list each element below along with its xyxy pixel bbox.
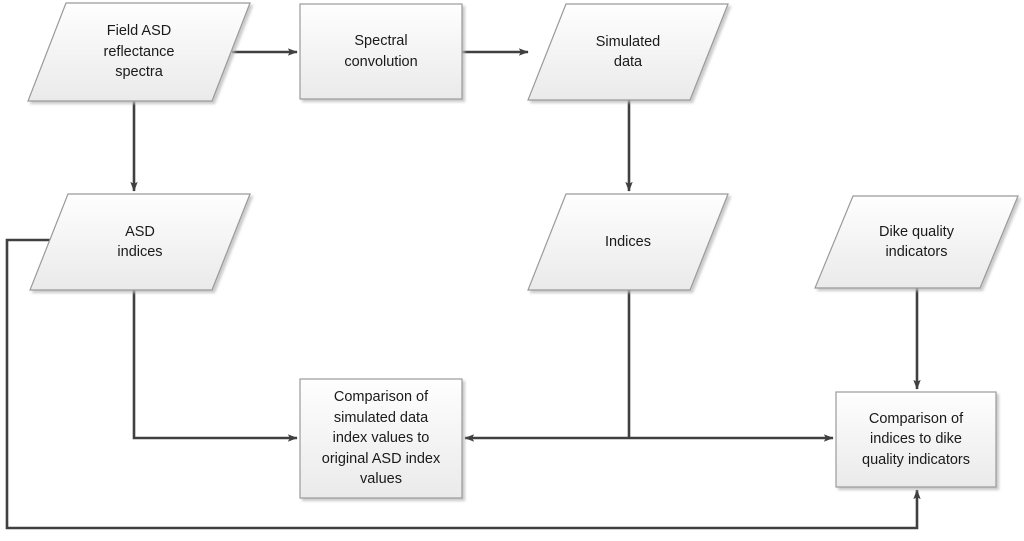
node-field-asd-reflectance-spectra[interactable] — [27, 2, 251, 102]
node-spectral-convolution[interactable] — [299, 3, 463, 100]
edge-asd-indices-feedback-to-comparison-right — [5, 238, 921, 530]
edge-asd-indices-to-comparison-left — [132, 290, 298, 442]
node-indices[interactable] — [527, 193, 729, 291]
node-comparison-indices-to-dike[interactable] — [835, 391, 997, 488]
node-simulated-data[interactable] — [527, 3, 729, 101]
node-comparison-simulated-to-original[interactable] — [299, 378, 463, 499]
node-dike-quality-indicators[interactable] — [814, 195, 1019, 289]
node-asd-indices[interactable] — [29, 193, 251, 291]
